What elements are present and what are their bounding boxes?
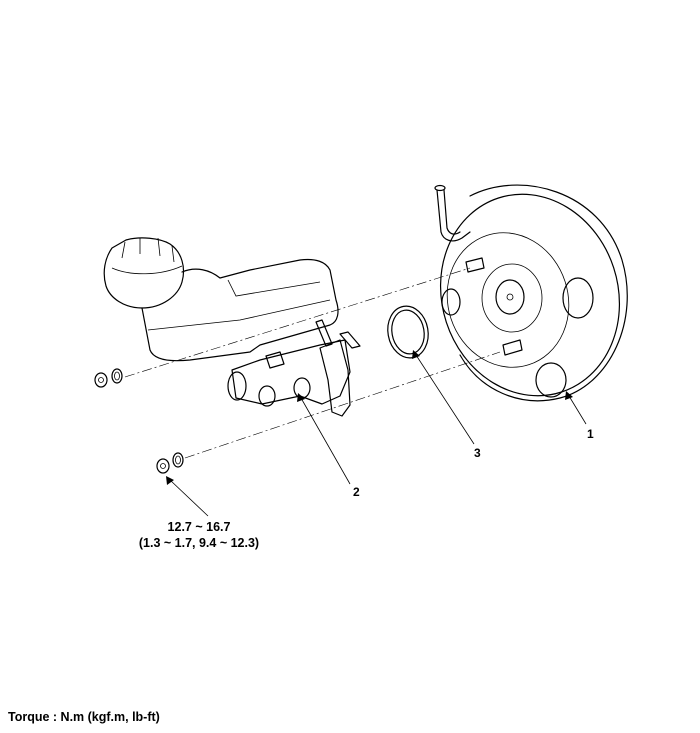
upper-nut-washer — [94, 368, 123, 388]
alignment-lines — [124, 267, 501, 459]
torque-value-nm: 12.7 ~ 16.7 — [168, 520, 231, 534]
leader-lines — [166, 350, 587, 517]
callout-master-cylinder: 2 — [353, 485, 360, 499]
o-ring — [387, 305, 429, 359]
callout-booster: 1 — [587, 427, 594, 441]
torque-units-note: Torque : N.m (kgf.m, lb-ft) — [8, 710, 160, 724]
brake-booster — [434, 184, 628, 402]
torque-value-alt-units: (1.3 ~ 1.7, 9.4 ~ 12.3) — [139, 536, 259, 550]
callout-o-ring: 3 — [474, 446, 481, 460]
master-cylinder — [103, 237, 361, 417]
lower-nut-washer — [156, 452, 184, 474]
